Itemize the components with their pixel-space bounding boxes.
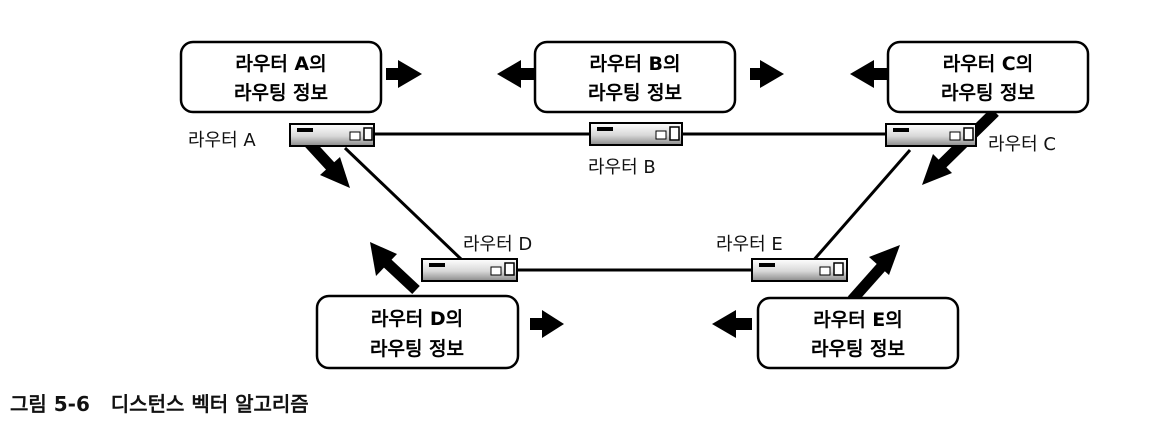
- arrow-down-left-icon: [922, 108, 999, 185]
- info-box-c-line1: 라우터 C의: [943, 53, 1033, 75]
- info-box-c-line2: 라우팅 정보: [941, 82, 1035, 104]
- router-b-label: 라우터 B: [588, 157, 656, 178]
- info-box-b-line1: 라우터 B의: [589, 53, 680, 75]
- router-d-label: 라우터 D: [463, 234, 532, 255]
- arrow-right-icon: [386, 60, 422, 88]
- router-icon: [885, 123, 977, 147]
- arrow-left-icon: [712, 310, 752, 338]
- info-box-a-line1: 라우터 A의: [235, 53, 326, 75]
- router-a-label: 라우터 A: [188, 130, 256, 151]
- arrow-left-icon: [497, 60, 535, 88]
- info-box-b: 라우터 B의 라우팅 정보: [533, 40, 737, 114]
- arrow-up-right-icon: [847, 245, 900, 304]
- router-icon: [289, 123, 375, 147]
- arrow-right-icon: [750, 60, 784, 88]
- router-icon: [421, 258, 518, 282]
- info-box-d-line2: 라우팅 정보: [370, 338, 464, 360]
- network-links: [343, 132, 912, 272]
- figure-caption: 그림 5-6 디스턴스 벡터 알고리즘: [10, 392, 309, 416]
- router-icon: [751, 258, 848, 282]
- router-c-label: 라우터 C: [988, 134, 1056, 155]
- router-a: 라우터 A: [188, 123, 375, 151]
- distance-vector-diagram: 라우터 A의 라우팅 정보 라우터 B의 라우팅 정보 라우터 C의 라우팅 정…: [179, 40, 1090, 370]
- router-icon: [589, 122, 683, 146]
- arrow-left-icon: [850, 60, 888, 88]
- router-c: 라우터 C: [885, 123, 1056, 155]
- link-a-d: [343, 146, 464, 262]
- info-box-e: 라우터 E의 라우팅 정보: [756, 296, 960, 370]
- info-box-e-line2: 라우팅 정보: [811, 338, 905, 360]
- info-box-d: 라우터 D의 라우팅 정보: [315, 294, 520, 370]
- router-e-label: 라우터 E: [716, 234, 783, 255]
- info-box-a: 라우터 A의 라우팅 정보: [179, 40, 383, 114]
- info-box-b-line2: 라우팅 정보: [588, 82, 682, 104]
- router-b: 라우터 B: [588, 122, 683, 178]
- router-e: 라우터 E: [716, 234, 848, 282]
- info-box-e-line1: 라우터 E의: [813, 309, 903, 331]
- link-c-e: [810, 149, 912, 263]
- info-box-d-line1: 라우터 D의: [371, 308, 463, 330]
- arrow-up-left-icon: [370, 242, 420, 295]
- arrow-right-icon: [530, 310, 564, 338]
- router-d: 라우터 D: [421, 234, 532, 282]
- info-box-c: 라우터 C의 라우팅 정보: [886, 40, 1090, 114]
- info-box-a-line2: 라우팅 정보: [234, 82, 328, 104]
